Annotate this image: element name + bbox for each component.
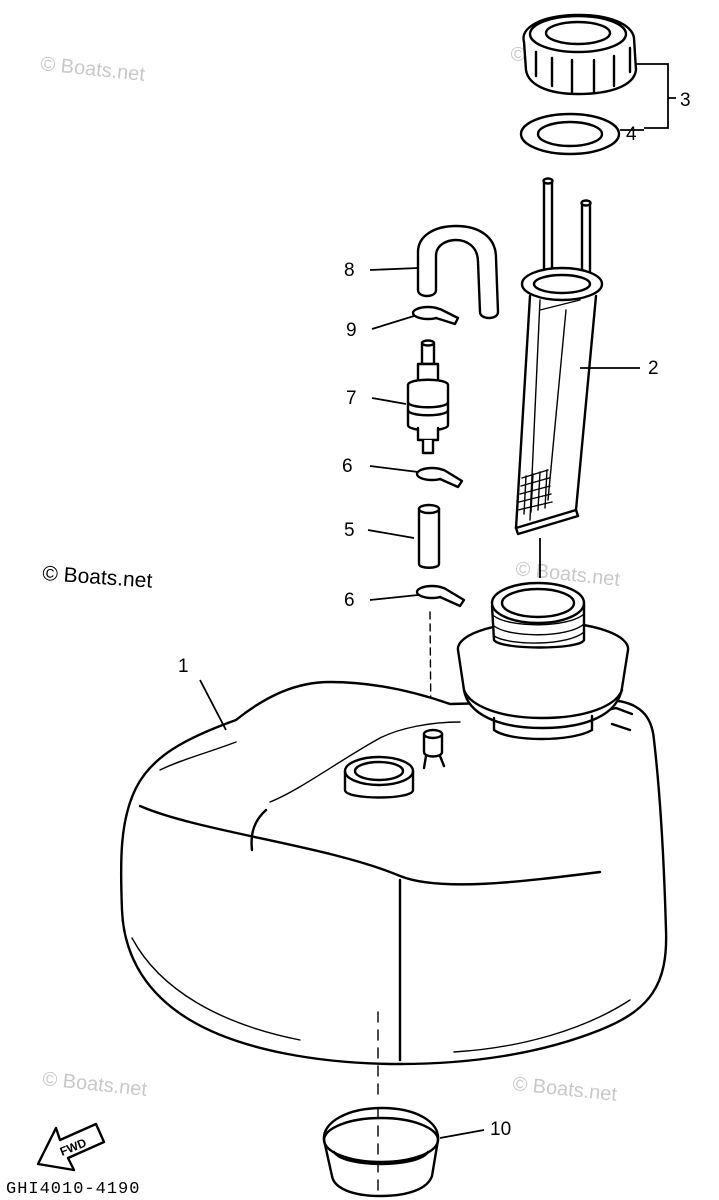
callout-7: 7 — [346, 388, 357, 409]
callout-8: 8 — [344, 260, 355, 281]
callout-4: 4 — [626, 124, 637, 145]
filler-cap — [522, 13, 638, 96]
hose-clip-6-upper — [415, 466, 464, 489]
callout-10: 10 — [490, 1119, 511, 1140]
drain-base — [322, 1106, 440, 1198]
callout-1: 1 — [178, 656, 189, 677]
watermark-main: © Boats.net — [42, 562, 154, 593]
hose-clip-6-lower — [415, 584, 466, 608]
callout-6-lower: 6 — [344, 590, 355, 611]
short-fuel-hose — [417, 503, 441, 569]
fuel-filter — [406, 339, 450, 455]
callout-3: 3 — [680, 90, 691, 111]
gasket — [519, 112, 621, 156]
callout-2: 2 — [648, 358, 659, 379]
watermark-bottom-left: © Boats.net — [41, 1068, 148, 1101]
vent-hose — [416, 224, 500, 320]
fuel-tank — [119, 581, 668, 1066]
callout-6-upper: 6 — [342, 456, 353, 477]
callout-5: 5 — [344, 520, 355, 541]
leader-lines — [199, 63, 676, 1139]
fwd-arrow: FWD — [36, 1122, 106, 1172]
watermark-top-left: © Boats.net — [39, 53, 146, 86]
watermark-bottom-right: © Boats.net — [511, 1073, 618, 1106]
strainer-assembly — [514, 177, 604, 536]
callout-9: 9 — [346, 320, 357, 341]
hose-clip-9 — [411, 305, 460, 326]
diagram-code: GHI4010-4190 — [6, 1180, 140, 1199]
